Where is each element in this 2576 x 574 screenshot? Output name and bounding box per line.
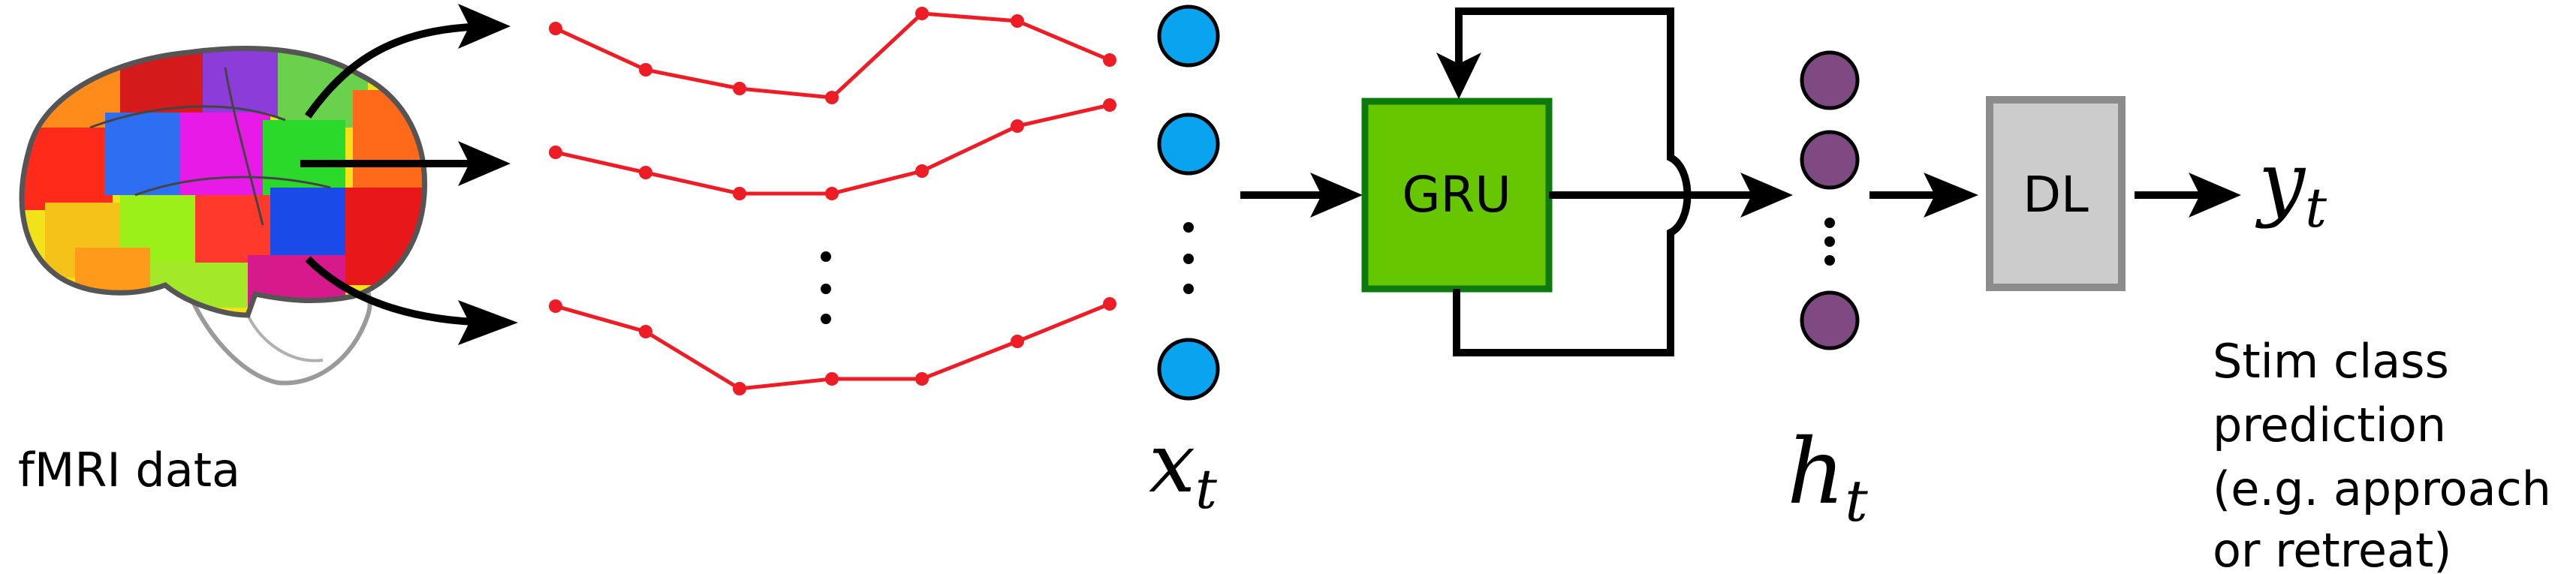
- series-point: [639, 325, 652, 338]
- arrowhead: [458, 141, 511, 186]
- dl-box: [1986, 96, 2126, 291]
- brain-arrow-top: [304, 23, 496, 119]
- series-point: [915, 7, 929, 20]
- prediction-line-2: prediction: [2213, 398, 2446, 452]
- arrowhead: [1924, 173, 1978, 218]
- series-point: [915, 164, 929, 178]
- series-point: [549, 299, 562, 313]
- series-point: [639, 166, 652, 179]
- arrowhead: [1740, 173, 1793, 218]
- series-point: [825, 187, 839, 200]
- hidden-nodes: [1800, 50, 1860, 350]
- arrowhead: [458, 300, 518, 345]
- hidden-ellipsis: [1824, 218, 1835, 266]
- input-nodes: [1157, 5, 1220, 401]
- series-point: [733, 382, 746, 395]
- series-point: [1011, 14, 1024, 28]
- brain-to-series-arrows: [300, 4, 518, 345]
- input-node: [1157, 113, 1220, 176]
- time-series-line-2: [555, 103, 1110, 196]
- series-point: [549, 146, 562, 159]
- arrowhead: [1436, 53, 1481, 99]
- series-point: [733, 187, 746, 200]
- input-node: [1157, 338, 1220, 401]
- input-ellipsis: [1183, 222, 1194, 294]
- series-point: [1103, 98, 1116, 112]
- arrowhead: [1310, 173, 1363, 218]
- dl-label: DL: [2023, 166, 2089, 224]
- input-label: xt: [1149, 415, 1218, 521]
- series-point: [1103, 53, 1116, 67]
- time-series-points: [549, 7, 1116, 395]
- brain-parcellation-icon: [19, 46, 428, 386]
- series-point: [639, 63, 652, 77]
- series-point: [825, 91, 839, 104]
- prediction-line-3: (e.g. approach: [2213, 461, 2551, 516]
- arrowhead: [2189, 173, 2241, 218]
- fmri-label: fMRI data: [18, 443, 240, 497]
- series-point: [825, 372, 839, 386]
- hidden-node: [1800, 50, 1860, 110]
- hidden-node: [1800, 130, 1860, 190]
- prediction-line-1: Stim class: [2213, 334, 2449, 389]
- series-point: [549, 22, 562, 35]
- series-point: [1011, 335, 1024, 348]
- time-series-line-1: [554, 11, 1110, 100]
- series-point: [1011, 119, 1024, 133]
- series-point: [915, 372, 929, 386]
- recurrent-loop: [1453, 8, 1761, 356]
- hidden-label: ht: [1787, 420, 1868, 534]
- prediction-caption: Stim class prediction (e.g. approach or …: [2213, 334, 2566, 574]
- output-label: yt: [2255, 134, 2327, 239]
- prediction-line-4: or retreat): [2213, 523, 2451, 574]
- series-point: [1103, 297, 1116, 311]
- series-point: [733, 82, 746, 95]
- input-node: [1157, 5, 1220, 68]
- series-ellipsis: [821, 251, 831, 324]
- hidden-node: [1800, 290, 1860, 350]
- arrowhead: [458, 4, 511, 49]
- time-series-group: [554, 11, 1110, 391]
- gru-label: GRU: [1402, 166, 1511, 224]
